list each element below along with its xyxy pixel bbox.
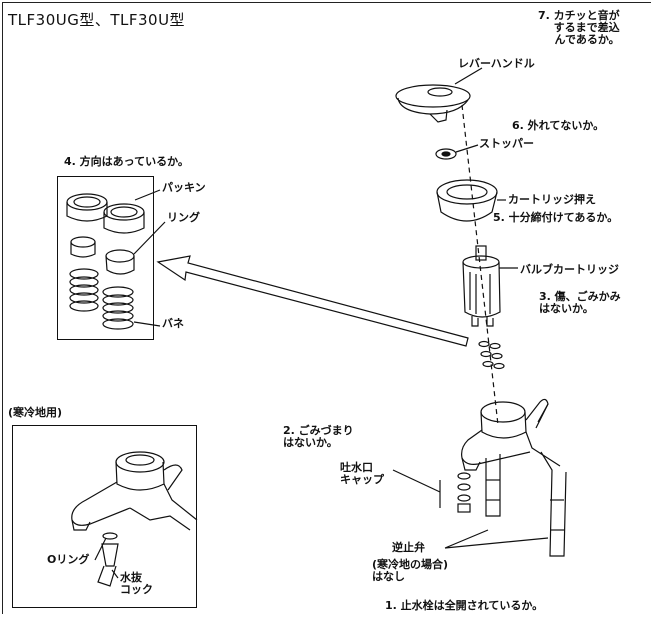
spout-cap-leader [392, 469, 441, 508]
packing-leader [134, 189, 161, 201]
stopper-label: ストッパー [479, 137, 534, 150]
check-valve-label: 逆止弁 [392, 541, 425, 554]
assembly-axis-line [461, 104, 499, 426]
spring-label: バネ [162, 317, 184, 330]
check-3-label: 3. 傷、ごみかみ はないか。 [539, 290, 621, 315]
check-5-label: 5. 十分締付けてあるか。 [493, 211, 619, 224]
cold-region-box [12, 425, 197, 608]
spring-parts [69, 268, 134, 330]
diagram-title: TLF30UG型、TLF30U型 [8, 11, 186, 29]
ring-parts [70, 236, 135, 275]
lever-handle-label: レバーハンドル [458, 57, 535, 70]
o-ring-label: Oリング [47, 553, 90, 566]
spout-cap-part [457, 472, 471, 513]
ring-label: リング [167, 211, 200, 224]
o-ring-leader [94, 537, 107, 561]
lever-handle-leader [454, 67, 483, 85]
stopper-leader [455, 144, 479, 153]
cold-region-faucet-part [71, 451, 198, 587]
check-valve-note: (寒冷地の場合) はなし [372, 558, 449, 583]
stopper-part [435, 148, 457, 160]
small-orings-part [478, 340, 505, 370]
valve-cartridge-label: バルブカートリッジ [520, 263, 619, 276]
ring-leader [133, 221, 166, 255]
cartridge-holder-label: カートリッジ押え [508, 193, 596, 206]
packing-parts [66, 193, 145, 234]
cold-region-label: (寒冷地用) [8, 406, 63, 419]
check-6-label: 6. 外れてないか。 [512, 119, 605, 132]
spout-cap-label: 吐水口 キャップ [340, 461, 384, 486]
faucet-body-part [461, 398, 567, 557]
drain-cock-label: 水抜 コック [120, 571, 153, 596]
direction-arrow [156, 255, 469, 347]
lever-handle-part [395, 84, 471, 123]
spring-leader [133, 321, 161, 327]
check-1-label: 1. 止水栓は全開されているか。 [385, 599, 544, 612]
check-valve-leaders [444, 529, 549, 549]
check-2-label: 2. ごみづまり はないか。 [283, 424, 354, 449]
valve-cartridge-part [462, 245, 501, 327]
check-4-label: 4. 方向はあっているか。 [64, 155, 189, 168]
check-7-label: 7. カチッと音が するまで差込 んであるか。 [538, 9, 620, 46]
packing-label: パッキン [162, 181, 206, 194]
cartridge-holder-part [436, 179, 498, 222]
drain-cock-leader [111, 569, 119, 579]
seal-parts-box [57, 176, 154, 340]
